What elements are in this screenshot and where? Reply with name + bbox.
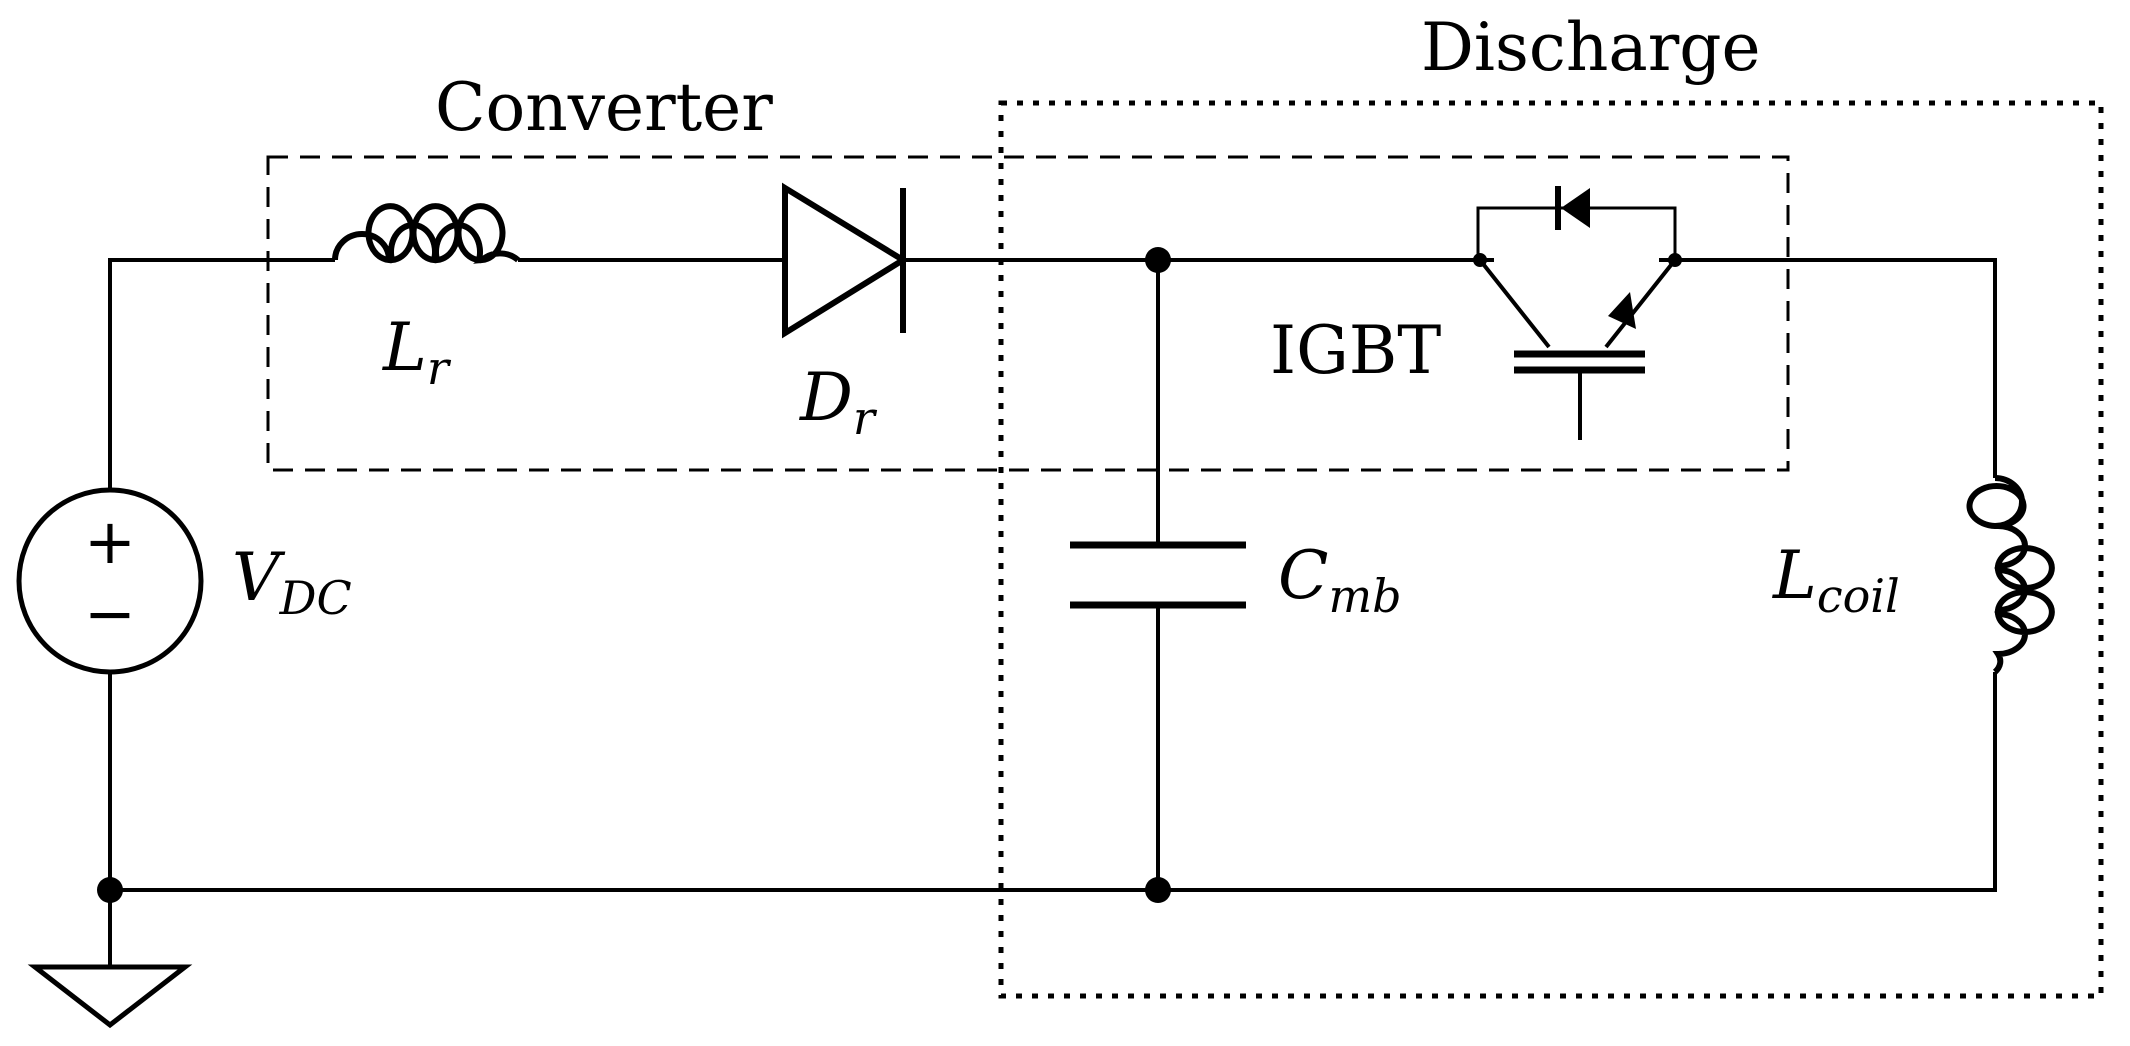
voltage-source-label: VDC — [232, 539, 352, 625]
source-minus-sign: − — [84, 577, 136, 650]
discharge-label: Discharge — [1421, 9, 1761, 86]
igbt-antiparallel-diode-icon — [1561, 188, 1590, 228]
igbt-symbol — [1476, 206, 1677, 440]
diode-dr-symbol — [782, 182, 909, 339]
inductor-lr-symbol — [332, 203, 520, 264]
converter-label: Converter — [435, 69, 773, 146]
diode-dr-label: Dr — [799, 359, 878, 445]
junction-node-bottom-cap — [1145, 877, 1171, 903]
wire-igbt-to-coil — [1675, 258, 1997, 478]
coil-lcoil-symbol — [1966, 475, 2055, 675]
igbt-antiparallel-diode-bar — [1555, 186, 1561, 230]
coil-lcoil-label: Lcoil — [1772, 537, 1900, 623]
igbt-emitter-arrow-icon — [1608, 292, 1636, 329]
source-plus-sign: + — [84, 505, 136, 578]
capacitor-cmb-symbol — [1070, 541, 1246, 609]
igbt-emitter-dot — [1668, 253, 1682, 267]
voltage-source-symbol — [16, 487, 204, 675]
junction-node-bottom-left — [97, 877, 123, 903]
junction-node-top-cap — [1145, 247, 1171, 273]
igbt-label: IGBT — [1270, 312, 1441, 389]
wire-left-bottom — [108, 672, 1997, 892]
inductor-lr-label: Lr — [382, 309, 452, 395]
converter-region-box — [266, 155, 1790, 472]
wire-left-top — [108, 258, 335, 490]
igbt-collector-dot — [1473, 253, 1487, 267]
ground-symbol — [27, 964, 193, 1029]
capacitor-cmb-label: Cmb — [1278, 537, 1402, 623]
discharge-region-box — [998, 100, 2104, 999]
